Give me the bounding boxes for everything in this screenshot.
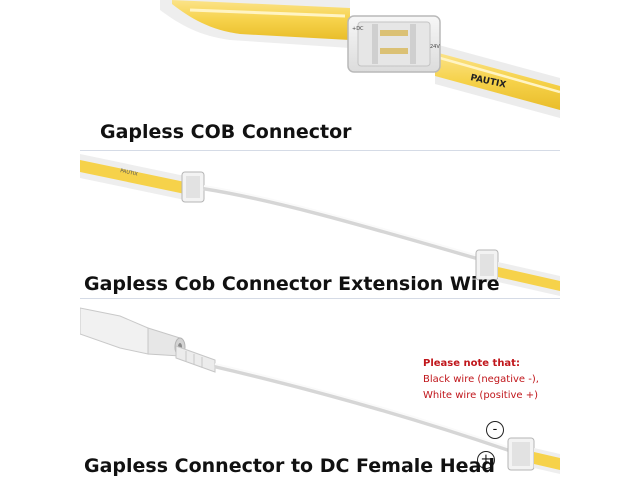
connector-left bbox=[181, 171, 205, 203]
caption-dc-female-head: Gapless Connector to DC Female Head bbox=[84, 455, 495, 477]
note-white-wire: White wire (positive +) bbox=[423, 390, 539, 401]
dc-wire bbox=[214, 363, 511, 453]
strip-marking-voltage: 24V bbox=[430, 44, 440, 50]
polarity-note: Please note that: Black wire (negative -… bbox=[423, 356, 539, 404]
caption-cob-connector: Gapless COB Connector bbox=[100, 121, 352, 143]
dc-head-illustration bbox=[80, 307, 560, 474]
gapless-connector bbox=[507, 437, 535, 471]
dc-female-head-photo bbox=[80, 298, 560, 480]
brand-label-mirrored: PAUTIX bbox=[120, 168, 139, 178]
caption-extension-wire: Gapless Cob Connector Extension Wire bbox=[84, 273, 500, 295]
strip-marking-dc: +DC bbox=[352, 26, 364, 32]
cob-strip-illustration: +DC 24V PAUTIX bbox=[160, 0, 560, 118]
dc-female-head bbox=[80, 307, 216, 373]
extension-wire-photo: PAUTIX bbox=[80, 150, 560, 298]
note-title: Please note that: bbox=[423, 358, 520, 369]
extension-wire bbox=[203, 185, 479, 261]
cob-connector-photo: +DC 24V PAUTIX bbox=[80, 0, 560, 150]
positive-sign-icon: + bbox=[477, 451, 495, 469]
panel-divider bbox=[80, 298, 560, 299]
note-black-wire: Black wire (negative -), bbox=[423, 374, 539, 385]
panel-divider bbox=[80, 150, 560, 151]
connector-right bbox=[475, 249, 499, 281]
negative-sign-icon: - bbox=[486, 421, 504, 439]
gapless-connector bbox=[347, 15, 441, 73]
extension-wire-illustration: PAUTIX bbox=[80, 154, 560, 296]
